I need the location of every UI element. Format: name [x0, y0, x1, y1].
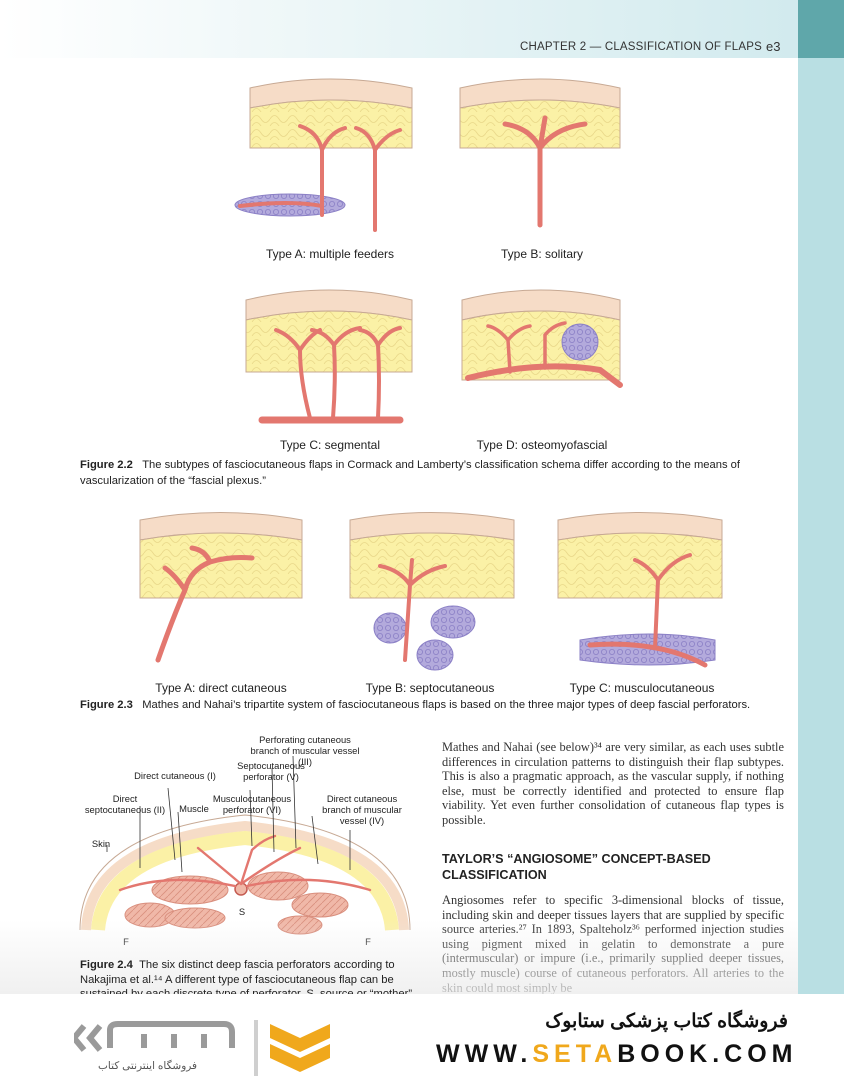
fig2-2-caption: Figure 2.2 The subtypes of fasciocutaneo… [80, 458, 784, 489]
fig2-4-label-skin: Skin [91, 838, 111, 849]
fig2-2-type-d-drawing [461, 289, 623, 388]
fig2-3-label-type-b: Type B: septocutaneous [365, 681, 495, 695]
fig2-2-type-c-drawing [245, 289, 413, 424]
store-url: WWW.SETABOOK.COM [436, 1040, 797, 1069]
fig2-4-label-perforating: Perforating cutaneous branch of muscular… [250, 734, 360, 767]
store-name: فروشگاه کتاب پزشکی ستابوک [545, 1011, 788, 1032]
fig2-3-caption: Figure 2.3 Mathes and Nahai’s tripartite… [80, 698, 784, 714]
body-paragraph-1: Mathes and Nahai (see below)³⁴ are very … [442, 740, 784, 827]
fig2-2-type-a-drawing [234, 78, 413, 232]
fig2-3-label-type-c: Type C: musculocutaneous [569, 681, 715, 695]
fig2-3-label-type-a: Type A: direct cutaneous [155, 681, 287, 695]
fig2-2-label-type-b: Type B: solitary [500, 247, 584, 261]
fig2-4-label-direct-branch: Direct cutaneous branch of muscular vess… [322, 793, 402, 826]
running-head: CHAPTER 2 — CLASSIFICATION OF FLAPS [520, 41, 762, 53]
store-url-prefix: WWW. [436, 1040, 533, 1068]
fig2-4-label-septo-perforator: Septocutaneous perforator (V) [237, 760, 305, 782]
store-url-highlight: SETA [532, 1040, 618, 1068]
fig2-2-caption-label: Figure 2.2 [80, 459, 133, 471]
fig2-4-label-direct-cutaneous: Direct cutaneous (I) [134, 770, 216, 781]
fig2-4-label-s: S [238, 906, 246, 917]
logo-subtitle: فروشگاه اینترنتی کتاب [98, 1060, 198, 1072]
store-footer [0, 994, 844, 1080]
fig2-2-type-b-drawing [459, 78, 621, 228]
figures-illustration [79, 78, 723, 935]
chapter-tab [798, 0, 844, 58]
fig2-2-label-type-d: Type D: osteomyofascial [476, 438, 608, 452]
fig2-2-label-type-a: Type A: multiple feeders [265, 247, 395, 261]
section-heading: TAYLOR’S “ANGIOSOME” CONCEPT-BASED CLASS… [442, 852, 711, 882]
page-number: e3 [766, 39, 781, 54]
fig2-2-caption-text: The subtypes of fasciocutaneous flaps in… [80, 459, 740, 487]
header-band [0, 0, 844, 58]
fig2-4-caption-label: Figure 2.4 [80, 959, 133, 971]
fig2-3-type-a-drawing [139, 512, 303, 663]
setabook-logo [74, 1020, 330, 1076]
store-url-suffix: BOOK.COM [617, 1040, 798, 1068]
fig2-4-label-musculo-perforator: Musculocutaneous perforator (VI) [212, 793, 292, 815]
fig2-3-caption-text: Mathes and Nahai’s tripartite system of … [142, 699, 751, 711]
fig2-3-type-c-drawing [557, 512, 723, 668]
fig2-3-type-b-drawing [349, 512, 515, 671]
fig2-2-label-type-c: Type C: segmental [279, 438, 381, 452]
margin-band [798, 58, 844, 998]
bottom-fade [0, 920, 798, 1000]
fig2-4-label-direct-septocutaneous: Direct septocutaneous (II) [84, 793, 166, 815]
fig2-4-label-muscle: Muscle [179, 803, 209, 814]
fig2-3-caption-label: Figure 2.3 [80, 699, 133, 711]
